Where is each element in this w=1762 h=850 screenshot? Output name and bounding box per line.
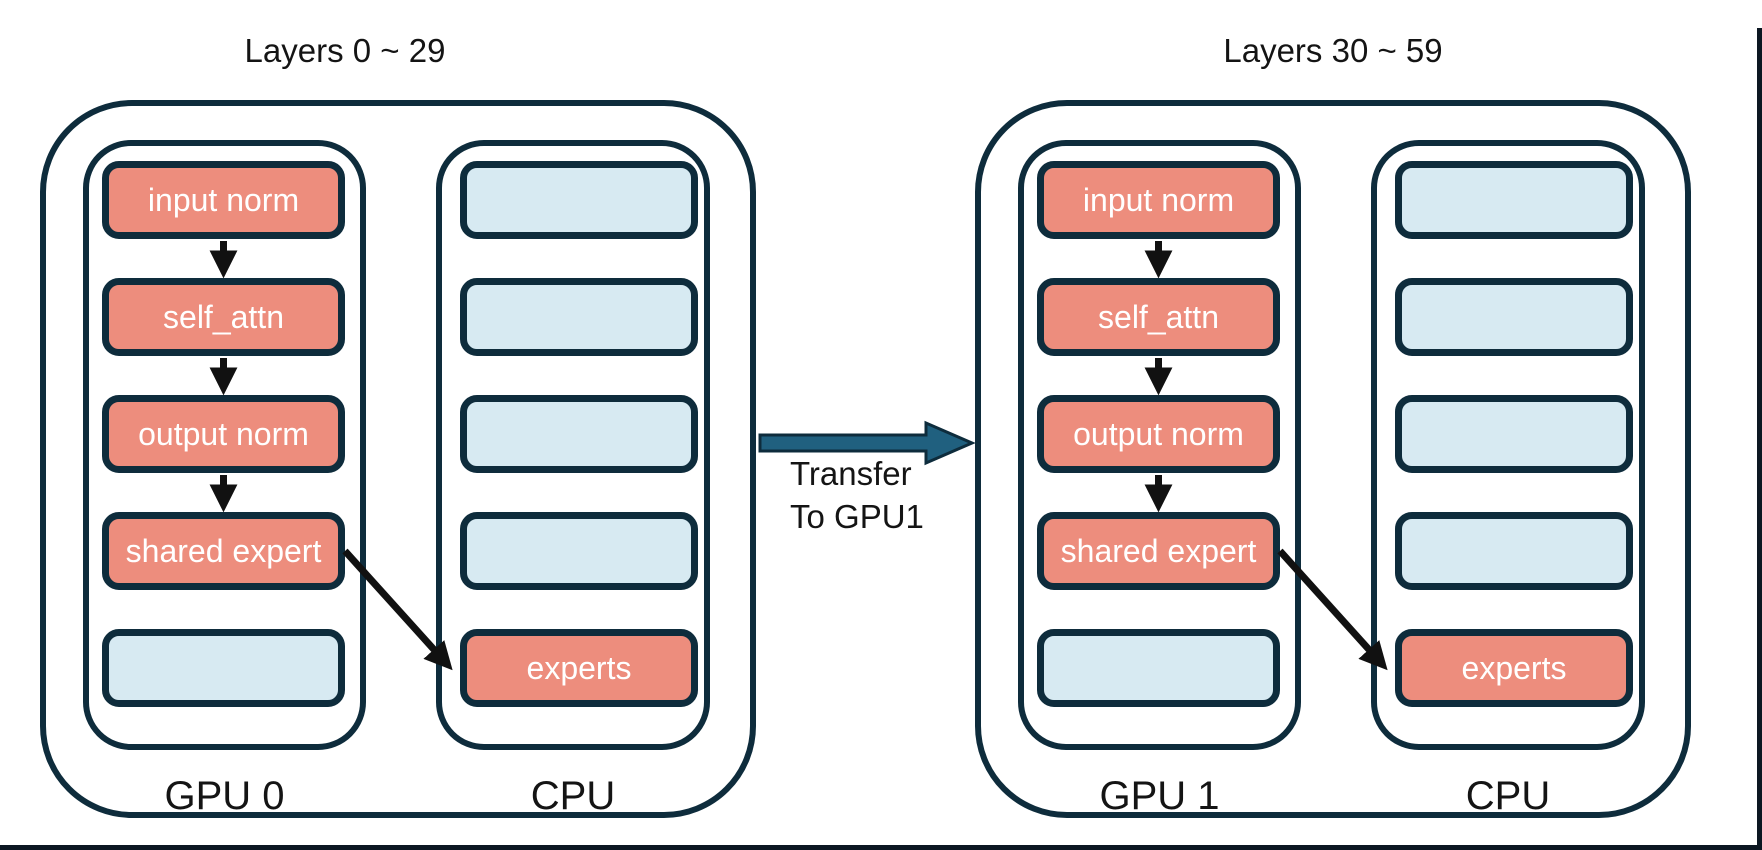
- input-norm-box: input norm: [1037, 161, 1280, 239]
- right-cpu-column: experts: [1371, 140, 1645, 750]
- experts-label: experts: [526, 649, 632, 686]
- self-attn-label: self_attn: [1098, 298, 1219, 335]
- left-cpu-label: CPU: [530, 774, 616, 818]
- input-norm-label: input norm: [1082, 181, 1235, 218]
- layers-0-29-group: input norm self_attn output norm shared …: [40, 100, 756, 818]
- layers-30-59-group: input norm self_attn output norm shared …: [975, 100, 1691, 818]
- empty-slot-box: [460, 278, 698, 356]
- gpu0-label: GPU 0: [164, 774, 285, 818]
- transfer-label-line2: To GPU1: [790, 498, 924, 535]
- self-attn-label: self_attn: [163, 298, 284, 335]
- output-norm-box: output norm: [102, 395, 345, 473]
- empty-slot-box: [460, 512, 698, 590]
- output-norm-box: output norm: [1037, 395, 1280, 473]
- gpu1-column: input norm self_attn output norm shared …: [1018, 140, 1301, 750]
- input-norm-box: input norm: [102, 161, 345, 239]
- empty-slot-box: [1395, 278, 1633, 356]
- empty-slot-box: [460, 395, 698, 473]
- self-attn-box: self_attn: [102, 278, 345, 356]
- transfer-label-line1: Transfer: [790, 455, 912, 492]
- slide-right-edge: [1757, 28, 1762, 850]
- experts-box: experts: [1395, 629, 1633, 707]
- empty-slot-box: [1037, 629, 1280, 707]
- empty-slot-box: [1395, 512, 1633, 590]
- self-attn-box: self_attn: [1037, 278, 1280, 356]
- empty-slot-box: [1395, 161, 1633, 239]
- gpu1-label: GPU 1: [1099, 774, 1220, 818]
- empty-slot-box: [460, 161, 698, 239]
- layers-30-59-title: Layers 30 ~ 59: [1223, 32, 1443, 69]
- gpu0-column: input norm self_attn output norm shared …: [83, 140, 366, 750]
- transfer-label: Transfer To GPU1: [790, 452, 924, 538]
- right-cpu-label: CPU: [1465, 774, 1551, 818]
- shared-expert-box: shared expert: [1037, 512, 1280, 590]
- empty-slot-box: [1395, 395, 1633, 473]
- shared-expert-label: shared expert: [1060, 532, 1257, 569]
- slide-bottom-edge: [0, 845, 1762, 850]
- layers-0-29-title: Layers 0 ~ 29: [244, 32, 446, 69]
- input-norm-label: input norm: [147, 181, 300, 218]
- shared-expert-label: shared expert: [125, 532, 322, 569]
- left-cpu-column: experts: [436, 140, 710, 750]
- output-norm-label: output norm: [138, 415, 309, 452]
- output-norm-label: output norm: [1073, 415, 1244, 452]
- experts-label: experts: [1461, 649, 1567, 686]
- experts-box: experts: [460, 629, 698, 707]
- shared-expert-box: shared expert: [102, 512, 345, 590]
- empty-slot-box: [102, 629, 345, 707]
